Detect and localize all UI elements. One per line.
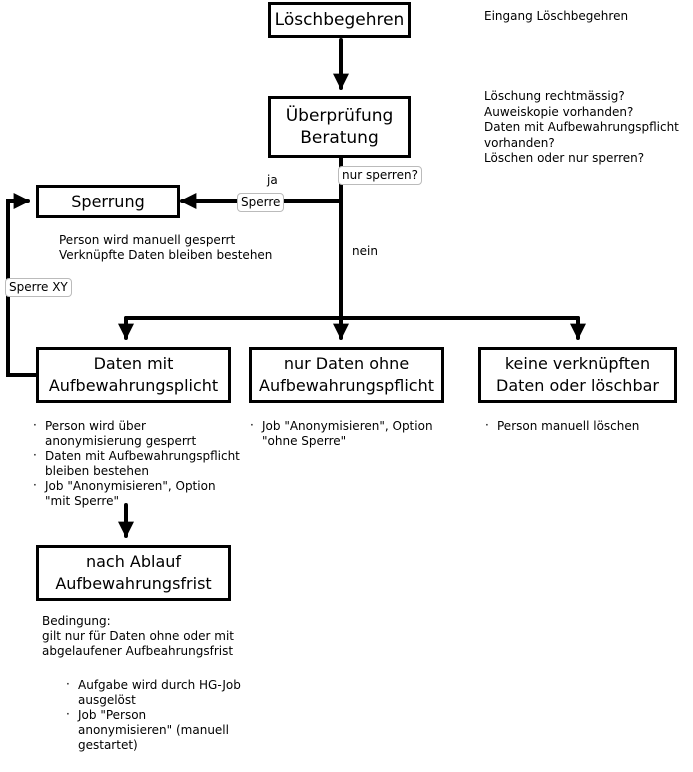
node-nach-ablauf-line1: nach Ablauf — [85, 552, 182, 571]
node-nur-daten-line1: nur Daten ohne — [283, 354, 410, 373]
question-line: Löschung rechtmässig? — [484, 89, 625, 103]
list-item-text: Person wird über — [45, 419, 146, 433]
list-item-text: "ohne Sperre" — [262, 434, 347, 448]
sperrung-desc-line: Verknüpfte Daten bleiben bestehen — [59, 248, 273, 262]
node-daten-mit-line1: Daten mit — [93, 354, 174, 373]
note-questions: Löschung rechtmässig? Auweiskopie vorhan… — [484, 89, 679, 167]
node-loeschbegehren: Löschbegehren — [268, 2, 411, 38]
node-loeschbegehren-label: Löschbegehren — [274, 10, 405, 30]
node-ueberpruefung-line2: Beratung — [300, 128, 379, 148]
list-item-text: ausgelöst — [78, 693, 136, 707]
node-nach-ablauf-line2: Aufbewahrungsfrist — [55, 574, 212, 593]
list-item-text: Person manuell löschen — [497, 419, 640, 433]
tag-nur-sperren: nur sperren? — [338, 166, 422, 185]
node-sperrung-label: Sperrung — [71, 191, 145, 211]
label-nein: nein — [352, 244, 378, 258]
list-item-text: Aufgabe wird durch HG-Job — [78, 678, 241, 692]
question-line: vorhanden? — [484, 135, 555, 150]
list-item-text: Daten mit Aufbewahrungspflicht — [45, 449, 240, 463]
list-item-text: anonymisierung gesperrt — [45, 434, 197, 448]
question-line: Auweiskopie vorhanden? — [484, 104, 634, 119]
list-item-text: anonymisieren" (manuell — [78, 723, 229, 737]
list-keine: Person manuell löschen — [485, 418, 640, 434]
list-item: Person wird über anonymisierung gesperrt — [33, 418, 240, 449]
node-keine-line2: Daten oder löschbar — [496, 376, 659, 395]
list-item: Daten mit Aufbewahrungspflicht bleiben b… — [33, 448, 240, 479]
node-ueberpruefung-line1: Überprüfung — [285, 106, 394, 126]
tag-sperre-xy: Sperre XY — [5, 278, 72, 297]
list-item-text: Job "Anonymisieren", Option — [45, 479, 216, 493]
list-item-text: bleiben bestehen — [45, 464, 150, 478]
list-item: Job "Anonymisieren", Option "ohne Sperre… — [250, 418, 433, 449]
tag-sperre: Sperre — [237, 193, 285, 212]
list-item-text: Job "Anonymisieren", Option — [262, 419, 433, 433]
list-item: Job "Person anonymisieren" (manuell gest… — [66, 707, 241, 753]
bedingung-line: Bedingung: — [42, 614, 111, 628]
list-item: Aufgabe wird durch HG-Job ausgelöst — [66, 677, 241, 708]
list-item: Person manuell löschen — [485, 418, 640, 434]
node-daten-mit: Daten mit Aufbewahrungsplicht — [36, 347, 231, 403]
note-eingang: Eingang Löschbegehren — [484, 9, 629, 23]
node-sperrung: Sperrung — [36, 185, 180, 218]
question-line: Löschen oder nur sperren? — [484, 151, 645, 165]
node-nur-daten-ohne: nur Daten ohne Aufbewahrungspflicht — [249, 347, 444, 403]
list-nach-ablauf: Aufgabe wird durch HG-Job ausgelöst Job … — [66, 677, 241, 753]
node-keine: keine verknüpften Daten oder löschbar — [478, 347, 677, 403]
sperrung-desc-line: Person wird manuell gesperrt — [59, 233, 236, 247]
list-item-text: gestartet) — [78, 738, 138, 752]
question-line: Daten mit Aufbewahrungspflicht — [484, 120, 679, 134]
bedingung-line: abgelaufener Aufbeahrungsfrist — [42, 644, 234, 658]
note-bedingung: Bedingung: gilt nur für Daten ohne oder … — [42, 614, 234, 659]
bedingung-line: gilt nur für Daten ohne oder mit — [42, 629, 235, 643]
label-ja: ja — [267, 173, 278, 187]
node-daten-mit-line2: Aufbewahrungsplicht — [48, 376, 219, 395]
list-item: Job "Anonymisieren", Option "mit Sperre" — [33, 478, 240, 509]
node-keine-line1: keine verknüpften — [504, 354, 651, 373]
list-nur-daten: Job "Anonymisieren", Option "ohne Sperre… — [250, 418, 433, 449]
note-sperrung-desc: Person wird manuell gesperrt Verknüpfte … — [59, 233, 272, 263]
node-nur-daten-line2: Aufbewahrungspflicht — [259, 376, 434, 395]
node-ueberpruefung: Überprüfung Beratung — [268, 96, 411, 158]
list-item-text: "mit Sperre" — [45, 494, 119, 508]
node-nach-ablauf: nach Ablauf Aufbewahrungsfrist — [36, 545, 231, 601]
list-item-text: Job "Person — [78, 708, 147, 722]
list-daten-mit: Person wird über anonymisierung gesperrt… — [33, 418, 240, 509]
